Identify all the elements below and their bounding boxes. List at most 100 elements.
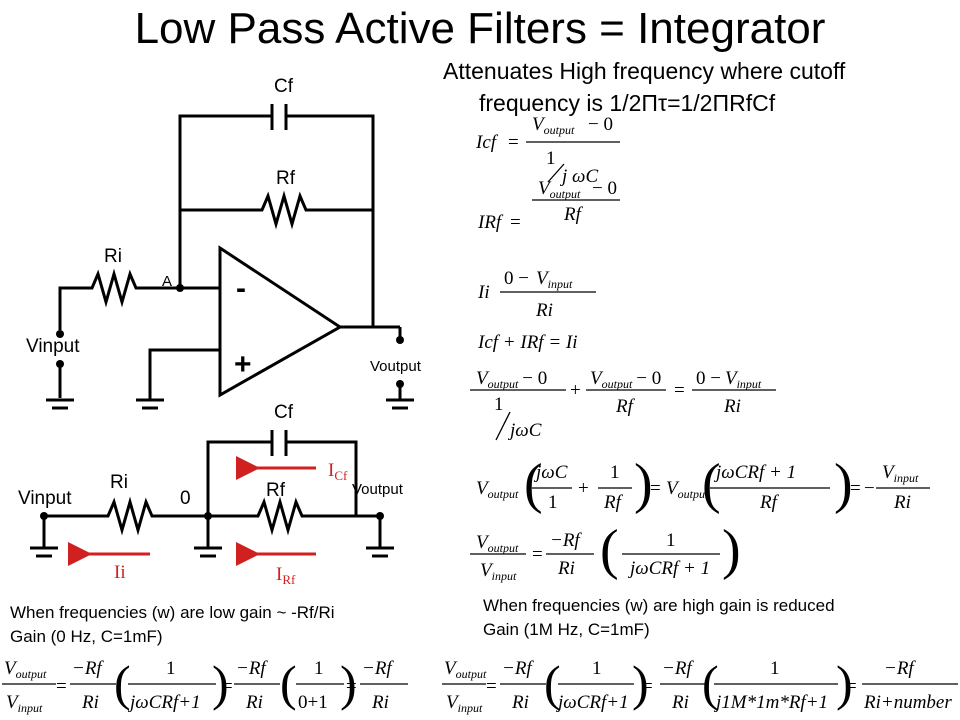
eq-ii-den: Ri [535, 300, 553, 321]
cf-wire-right [286, 114, 375, 212]
eq-icf-den-one: 1 [546, 148, 556, 169]
ri2-label: Ri [110, 472, 128, 493]
high-eq-den: Vinput [446, 692, 483, 715]
eq5-num1: jωC [533, 462, 568, 483]
eq5-den4: Ri [893, 492, 911, 513]
eq-ii-num-rest: 0 − [504, 268, 529, 289]
virtual-ground-circuit: Cf Rf Ri 0 Vinput Voutput ICf Ii IRf [18, 402, 404, 587]
eq-icf-equals: = [508, 132, 519, 153]
eq5-num2: 1 [610, 462, 620, 483]
gain-equations: Voutput Vinput = −Rf Ri ( 1 jωCRf+1 ) = … [2, 655, 958, 715]
low-eq-ri: Ri [81, 692, 99, 713]
eq6-ri: Ri [557, 558, 575, 579]
high-eq-ri-number: Ri+number [863, 692, 952, 713]
eq5-den1: 1 [548, 492, 558, 513]
vinput-dot-top [56, 330, 64, 338]
high-frequency-note: When frequencies (w) are high gain is re… [483, 596, 835, 615]
eq-irf-num-v: Voutput [538, 178, 581, 201]
eq-ii-lhs: Ii [477, 282, 490, 303]
low-eq-neg-rf3: −Rf [362, 658, 394, 679]
low-eq-ri2: Ri [245, 692, 263, 713]
low-eq-zero-plus-one: 0+1 [298, 692, 328, 713]
eq4-plus: + [570, 380, 581, 401]
voutput-label: Voutput [370, 358, 422, 375]
node0-dot [204, 512, 212, 520]
svg-text:(: ( [544, 655, 561, 711]
svg-text:): ) [340, 655, 357, 711]
svg-text:(: ( [280, 655, 297, 711]
eq4-num3: 0 −Vinput [696, 368, 762, 391]
page-title: Low Pass Active Filters = Integrator [134, 4, 826, 53]
rf-label: Rf [276, 168, 296, 189]
high-eq-equals1: = [486, 676, 497, 697]
eq4-den2: Rf [615, 396, 636, 417]
rf2-label: Rf [266, 480, 286, 501]
eq-ii-num-v: Vinput [536, 268, 573, 291]
high-eq-one2: 1 [770, 658, 780, 679]
eq6-neg-rf: −Rf [550, 530, 582, 551]
eq6-jwcrf: jωCRf + 1 [627, 558, 710, 579]
svg-text:(: ( [702, 453, 721, 515]
voutput2-dot [376, 512, 384, 520]
low-eq-neg-rf2: −Rf [236, 658, 268, 679]
low-eq-num: Voutput [4, 658, 47, 681]
high-eq-equals2: = [642, 676, 653, 697]
eq5-den3: Rf [759, 492, 780, 513]
svg-text:(: ( [600, 519, 619, 581]
ii-label: Ii [114, 562, 126, 583]
ground-symbols [46, 398, 414, 410]
high-eq-num: Voutput [444, 658, 487, 681]
eq-irf-num-rest: − 0 [592, 178, 617, 199]
eq4-den1-jwc: jωC [507, 420, 542, 441]
low-eq-den: Vinput [6, 692, 43, 715]
ri2-resistor [44, 496, 208, 536]
cf-label: Cf [274, 76, 294, 97]
eq4-den3: Ri [723, 396, 741, 417]
ri-label: Ri [104, 246, 122, 267]
svg-text:): ) [634, 453, 653, 515]
node-a-dot [176, 284, 184, 292]
high-frequency-gain-label: Gain (1M Hz, C=1mF) [483, 620, 650, 639]
eq5-vout1: Voutput [476, 478, 519, 501]
eq5-den2: Rf [603, 492, 624, 513]
svg-text:(: ( [114, 655, 131, 711]
svg-text:): ) [212, 655, 229, 711]
high-eq-ri2: Ri [671, 692, 689, 713]
low-eq-jwcrf: jωCRf+1 [127, 692, 201, 713]
cutoff-note-line2: frequency is 1/2Πτ=1/2ΠRfCf [479, 90, 776, 116]
rf-resistor [180, 190, 373, 230]
voutput-dot-bottom [396, 380, 404, 388]
node0-label: 0 [180, 488, 191, 509]
opamp-triangle [218, 245, 343, 398]
cf-wire-left [178, 114, 272, 288]
voutput-dot-top [396, 336, 404, 344]
eq5-num4: Vinput [882, 462, 919, 485]
eq-icf-num-rest: − 0 [588, 114, 613, 135]
cutoff-note-line1: Attenuates High frequency where cutoff [443, 58, 846, 84]
svg-text:(: ( [524, 453, 543, 515]
integrator-circuit: Cf Rf Ri A - + Vinput Voutput [26, 76, 422, 410]
low-frequency-note: When frequencies (w) are low gain ~ -Rf/… [10, 603, 335, 622]
vinput2-dot [40, 512, 48, 520]
ground-symbols-2 [30, 546, 394, 558]
irf-label: IRf [276, 564, 296, 587]
cf2-wire-right [286, 440, 358, 516]
node-a-label: A [162, 273, 172, 290]
voutput2-label: Voutput [352, 481, 404, 498]
eq-icf-num-v: Voutput [532, 114, 575, 137]
svg-text:): ) [834, 453, 853, 515]
high-eq-neg-rf: −Rf [502, 658, 534, 679]
noninverting-sign: + [234, 348, 252, 381]
low-frequency-gain-label: Gain (0 Hz, C=1mF) [10, 627, 163, 646]
high-eq-j1m: j1M*1m*Rf+1 [713, 692, 828, 713]
eq5-equals1: = [650, 478, 661, 499]
inverting-sign: - [236, 272, 246, 305]
svg-text:(: ( [702, 655, 719, 711]
eq-irf-equals: = [510, 212, 521, 233]
low-eq-one2: 1 [314, 658, 324, 679]
low-eq-neg-rf: −Rf [72, 658, 104, 679]
cf2-label: Cf [274, 402, 294, 423]
eq-irf-lhs: IRf [477, 212, 504, 233]
eq4-num2: Voutput− 0 [590, 368, 661, 391]
eq5-plus: + [578, 478, 589, 499]
